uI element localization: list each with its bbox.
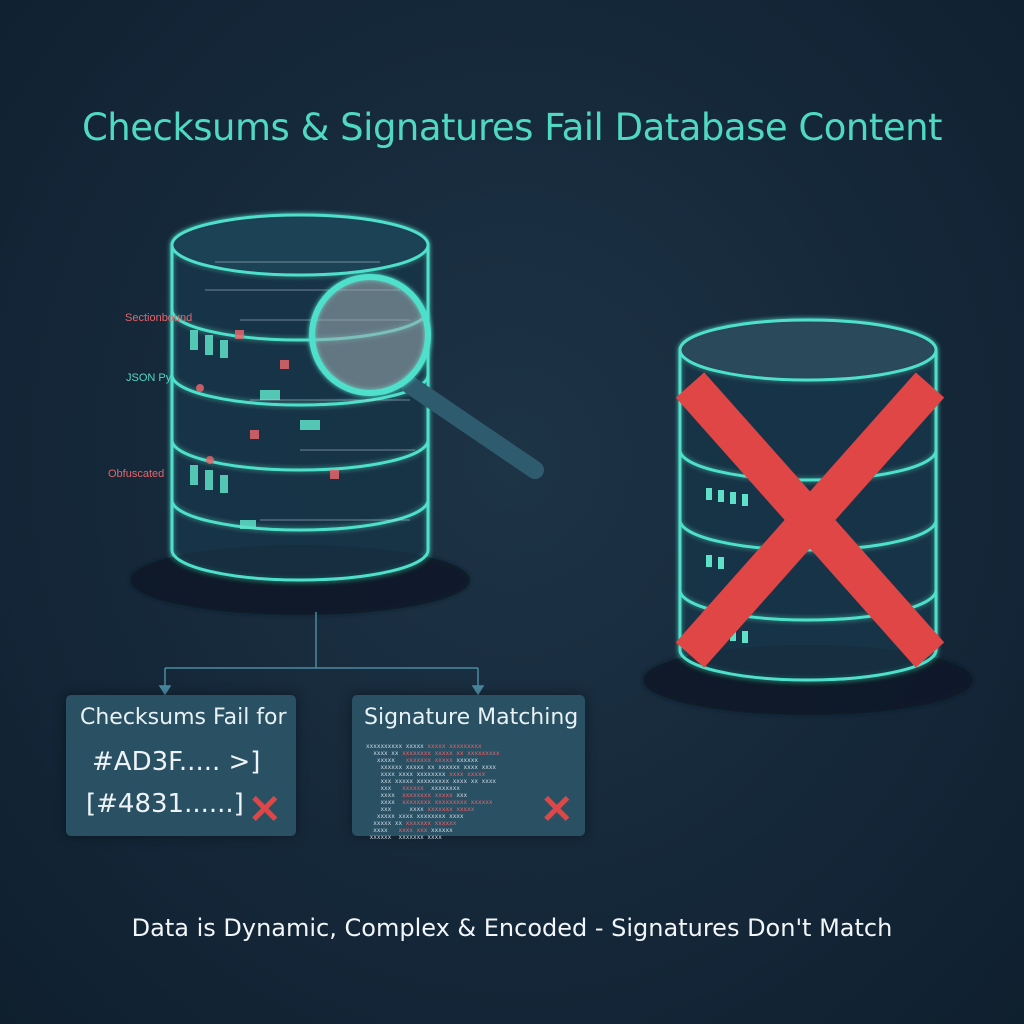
encoded-code-snippet: xxxxxxxxxx xxxxx xxxxx xxxxxxxxx xxxx xx… bbox=[366, 743, 500, 841]
hash-value: #AD3F..... >] bbox=[92, 747, 261, 777]
signature-heading: Signature Matching bbox=[364, 705, 579, 730]
data-label: Sectionbound bbox=[125, 312, 193, 324]
data-glyphs bbox=[190, 330, 320, 529]
footer-caption: Data is Dynamic, Complex & Encoded - Sig… bbox=[131, 914, 893, 942]
flow-connector bbox=[158, 612, 485, 696]
checksum-heading: Checksums Fail for bbox=[80, 705, 287, 730]
fail-x-icon bbox=[675, 372, 945, 668]
checksum-box: Checksums Fail for #AD3F..... >] [#4831.… bbox=[66, 695, 296, 836]
hash-value: [#4831......] bbox=[86, 789, 244, 819]
data-label: JSON Py bbox=[126, 372, 172, 384]
magnifier-icon bbox=[309, 274, 544, 479]
data-label: Obfuscated bbox=[108, 468, 165, 480]
x-mark-icon: ✕ bbox=[540, 788, 574, 832]
x-mark-icon: ✕ bbox=[248, 788, 282, 832]
signature-box: Signature Matching xxxxxxxxxx xxxxx xxxx… bbox=[352, 695, 585, 841]
page-title: Checksums & Signatures Fail Database Con… bbox=[81, 106, 943, 149]
scanned-database-icon bbox=[130, 213, 470, 615]
